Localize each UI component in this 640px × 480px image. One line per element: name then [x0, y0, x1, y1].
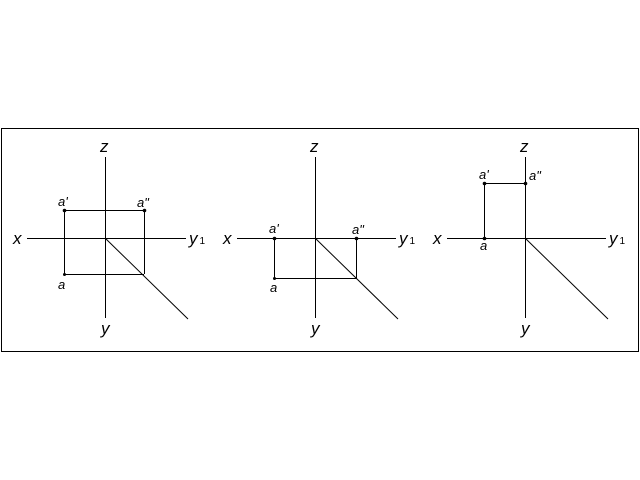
panel-1-label-y: y	[100, 319, 111, 338]
panel-1-label-z: z	[99, 137, 109, 156]
panel-2-label-a-dprime: a"	[352, 222, 365, 237]
panel-2-label-y: y	[310, 319, 321, 338]
panel-3-bisector	[524, 237, 609, 320]
panel-2-point-a-dprime	[354, 236, 359, 241]
panel-1-label-a: a	[58, 277, 65, 292]
panel-1-point-a	[63, 273, 66, 276]
panel-3-label-a-dprime: a"	[529, 168, 542, 183]
diagram-frame	[1, 128, 639, 352]
panel-2-label-a-prime: a'	[269, 221, 279, 236]
panel-3-point-a-prime	[482, 181, 487, 186]
panel-1-point-a-prime	[62, 208, 67, 213]
panel-3-label-a-prime: a'	[479, 167, 489, 182]
panel-2-label-z: z	[309, 137, 319, 156]
panel-3-point-a-dprime	[523, 181, 528, 186]
panel-3-label-z: z	[519, 137, 529, 156]
panel-2-label-x: x	[222, 229, 232, 248]
panel-2-point-a	[273, 277, 276, 280]
panel-2-label-a: a	[270, 280, 277, 295]
panel-3-label-y: y	[520, 319, 531, 338]
panel-3-label-a: a	[480, 238, 487, 253]
panel-3-point-a	[482, 236, 487, 241]
panel-3-label-x: x	[432, 229, 442, 248]
panel-1-label-a-prime: a'	[58, 194, 68, 209]
panel-1-label-x: x	[12, 229, 22, 248]
panel-1-point-a-dprime	[142, 208, 147, 213]
panel-1-label-a-dprime: a"	[137, 195, 150, 210]
panel-1-bisector	[104, 237, 189, 320]
panel-2-point-a-prime	[272, 236, 277, 241]
